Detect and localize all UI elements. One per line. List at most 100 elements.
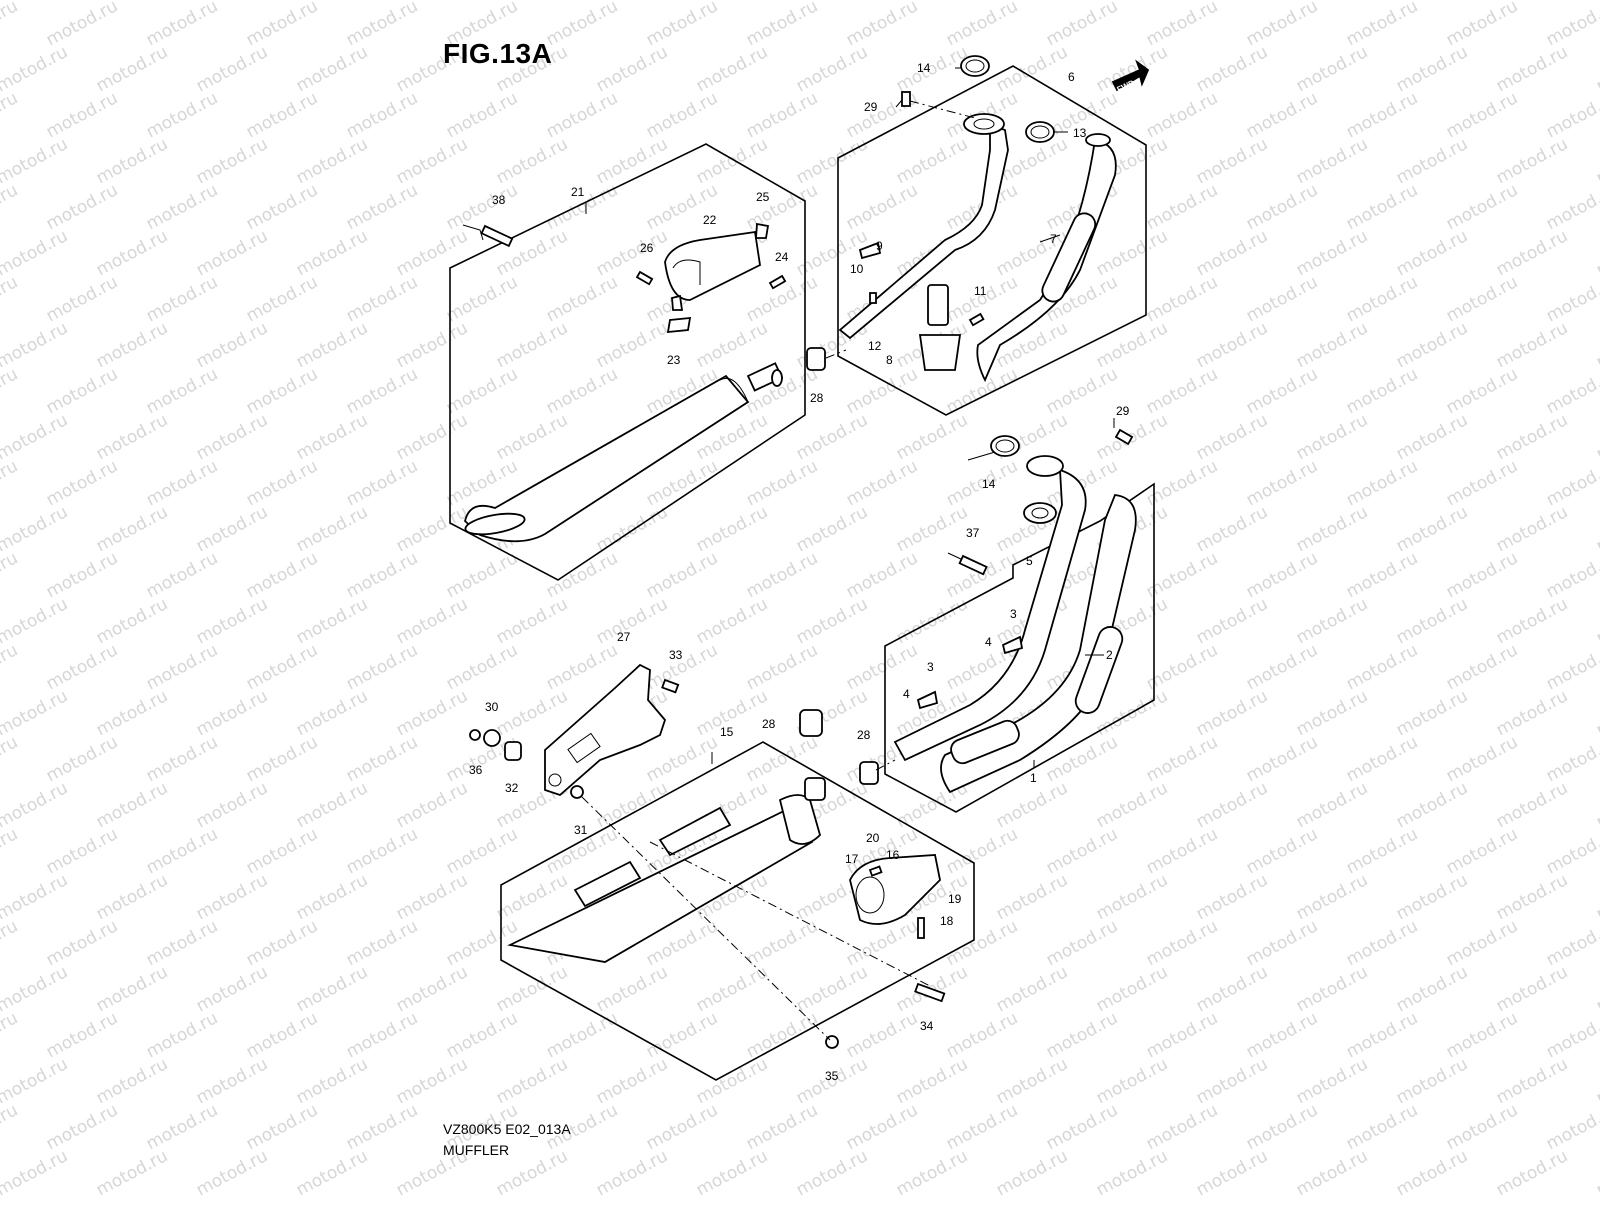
watermark-text: motod.ru: [793, 134, 871, 188]
watermark-text: motod.ru: [893, 1054, 971, 1108]
watermark-text: motod.ru: [1243, 824, 1321, 878]
watermark-text: motod.ru: [993, 42, 1071, 96]
watermark-text: motod.ru: [393, 686, 471, 740]
watermark-text: motod.ru: [1543, 88, 1600, 142]
callout-17: 17: [845, 852, 859, 866]
watermark-text: motod.ru: [693, 1054, 771, 1108]
watermark-text: motod.ru: [1093, 962, 1171, 1016]
callout-8: 8: [886, 353, 893, 367]
bolt-34-drawing: [914, 982, 946, 1003]
watermark-text: motod.ru: [1543, 916, 1600, 970]
watermark-text: motod.ru: [693, 134, 771, 188]
watermark-text: motod.ru: [243, 364, 321, 418]
watermark-text: motod.ru: [293, 134, 371, 188]
watermark-text: motod.ru: [193, 42, 271, 96]
callout-12: 12: [868, 339, 882, 353]
cover-pipe-7-drawing: [976, 133, 1117, 383]
watermark-text: motod.ru: [293, 962, 371, 1016]
watermark-text: motod.ru: [1343, 1008, 1421, 1062]
watermark-text: motod.ru: [793, 1146, 871, 1200]
watermark-text: motod.ru: [143, 272, 221, 326]
watermark-text: motod.ru: [843, 1008, 921, 1062]
callout-1: 1: [1030, 771, 1037, 785]
watermark-text: motod.ru: [93, 134, 171, 188]
bolt-29-upper-drawing: [901, 91, 911, 107]
watermark-text: motod.ru: [1193, 502, 1271, 556]
watermark-text: motod.ru: [293, 686, 371, 740]
watermark-text: motod.ru: [43, 272, 121, 326]
sensor-38-drawing: [462, 224, 514, 248]
watermark-text: motod.ru: [693, 318, 771, 372]
watermark-text: motod.ru: [93, 686, 171, 740]
callout-15: 15: [720, 725, 734, 739]
watermark-text: motod.ru: [243, 272, 321, 326]
bolt-18-drawing: [917, 917, 925, 939]
section-name: MUFFLER: [443, 1142, 510, 1158]
watermark-text: motod.ru: [1543, 732, 1600, 786]
watermark-text: motod.ru: [293, 594, 371, 648]
watermark-text: motod.ru: [1193, 318, 1271, 372]
watermark-text: motod.ru: [1593, 502, 1600, 556]
watermark-text: motod.ru: [993, 1146, 1071, 1200]
watermark-text: motod.ru: [1343, 824, 1421, 878]
watermark-text: motod.ru: [0, 1146, 71, 1200]
watermark-text: motod.ru: [893, 42, 971, 96]
watermark-text: motod.ru: [343, 1100, 421, 1154]
gasket-14-lower-drawing: [990, 435, 1020, 457]
watermark-text: motod.ru: [1393, 226, 1471, 280]
clamp-13-drawing: [1025, 121, 1055, 143]
watermark-text: motod.ru: [1443, 548, 1521, 602]
connector-28-right-drawing: [859, 761, 879, 785]
bolt-11-drawing: [968, 312, 985, 327]
watermark-text: motod.ru: [993, 1054, 1071, 1108]
watermark-text: motod.ru: [393, 318, 471, 372]
watermark-text: motod.ru: [593, 42, 671, 96]
watermark-text: motod.ru: [393, 226, 471, 280]
watermark-text: motod.ru: [293, 1146, 371, 1200]
watermark-text: motod.ru: [1393, 502, 1471, 556]
watermark-text: motod.ru: [1393, 870, 1471, 924]
bracket-9-10-drawing: [858, 241, 882, 304]
watermark-text: motod.ru: [793, 594, 871, 648]
watermark-text: motod.ru: [1493, 318, 1571, 372]
watermark-text: motod.ru: [0, 180, 21, 234]
watermark-text: motod.ru: [743, 0, 821, 50]
watermark-text: motod.ru: [43, 180, 121, 234]
assembly-box-21: [449, 143, 806, 581]
watermark-text: motod.ru: [343, 916, 421, 970]
watermark-text: motod.ru: [343, 272, 421, 326]
watermark-text: motod.ru: [143, 824, 221, 878]
watermark-text: motod.ru: [1293, 870, 1371, 924]
watermark-text: motod.ru: [1143, 0, 1221, 50]
watermark-text: motod.ru: [43, 88, 121, 142]
watermark-text: motod.ru: [1093, 226, 1171, 280]
watermark-text: motod.ru: [1243, 916, 1321, 970]
watermark-text: motod.ru: [43, 640, 121, 694]
watermark-text: motod.ru: [393, 594, 471, 648]
watermark-text: motod.ru: [493, 686, 571, 740]
watermark-text: motod.ru: [1393, 42, 1471, 96]
watermark-text: motod.ru: [1093, 778, 1171, 832]
watermark-text: motod.ru: [293, 502, 371, 556]
watermark-text: motod.ru: [1093, 42, 1171, 96]
muffler-21-drawing: [464, 362, 784, 543]
assembly-box-15: [500, 741, 975, 1081]
watermark-text: motod.ru: [293, 226, 371, 280]
watermark-text: motod.ru: [1593, 870, 1600, 924]
watermark-text: motod.ru: [543, 1008, 621, 1062]
watermark-text: motod.ru: [1543, 272, 1600, 326]
watermark-text: motod.ru: [1193, 962, 1271, 1016]
watermark-text: motod.ru: [1593, 1146, 1600, 1200]
callout-28: 28: [810, 391, 824, 405]
watermark-text: motod.ru: [1443, 272, 1521, 326]
watermark-text: motod.ru: [843, 456, 921, 510]
watermark-text: motod.ru: [0, 0, 21, 50]
watermark-text: motod.ru: [1393, 686, 1471, 740]
watermark-text: motod.ru: [893, 1146, 971, 1200]
watermark-text: motod.ru: [193, 410, 271, 464]
callout-25: 25: [756, 190, 770, 204]
bracket-27-drawing: [544, 663, 667, 797]
watermark-text: motod.ru: [1493, 42, 1571, 96]
watermark-text: motod.ru: [243, 916, 321, 970]
watermark-text: motod.ru: [343, 640, 421, 694]
